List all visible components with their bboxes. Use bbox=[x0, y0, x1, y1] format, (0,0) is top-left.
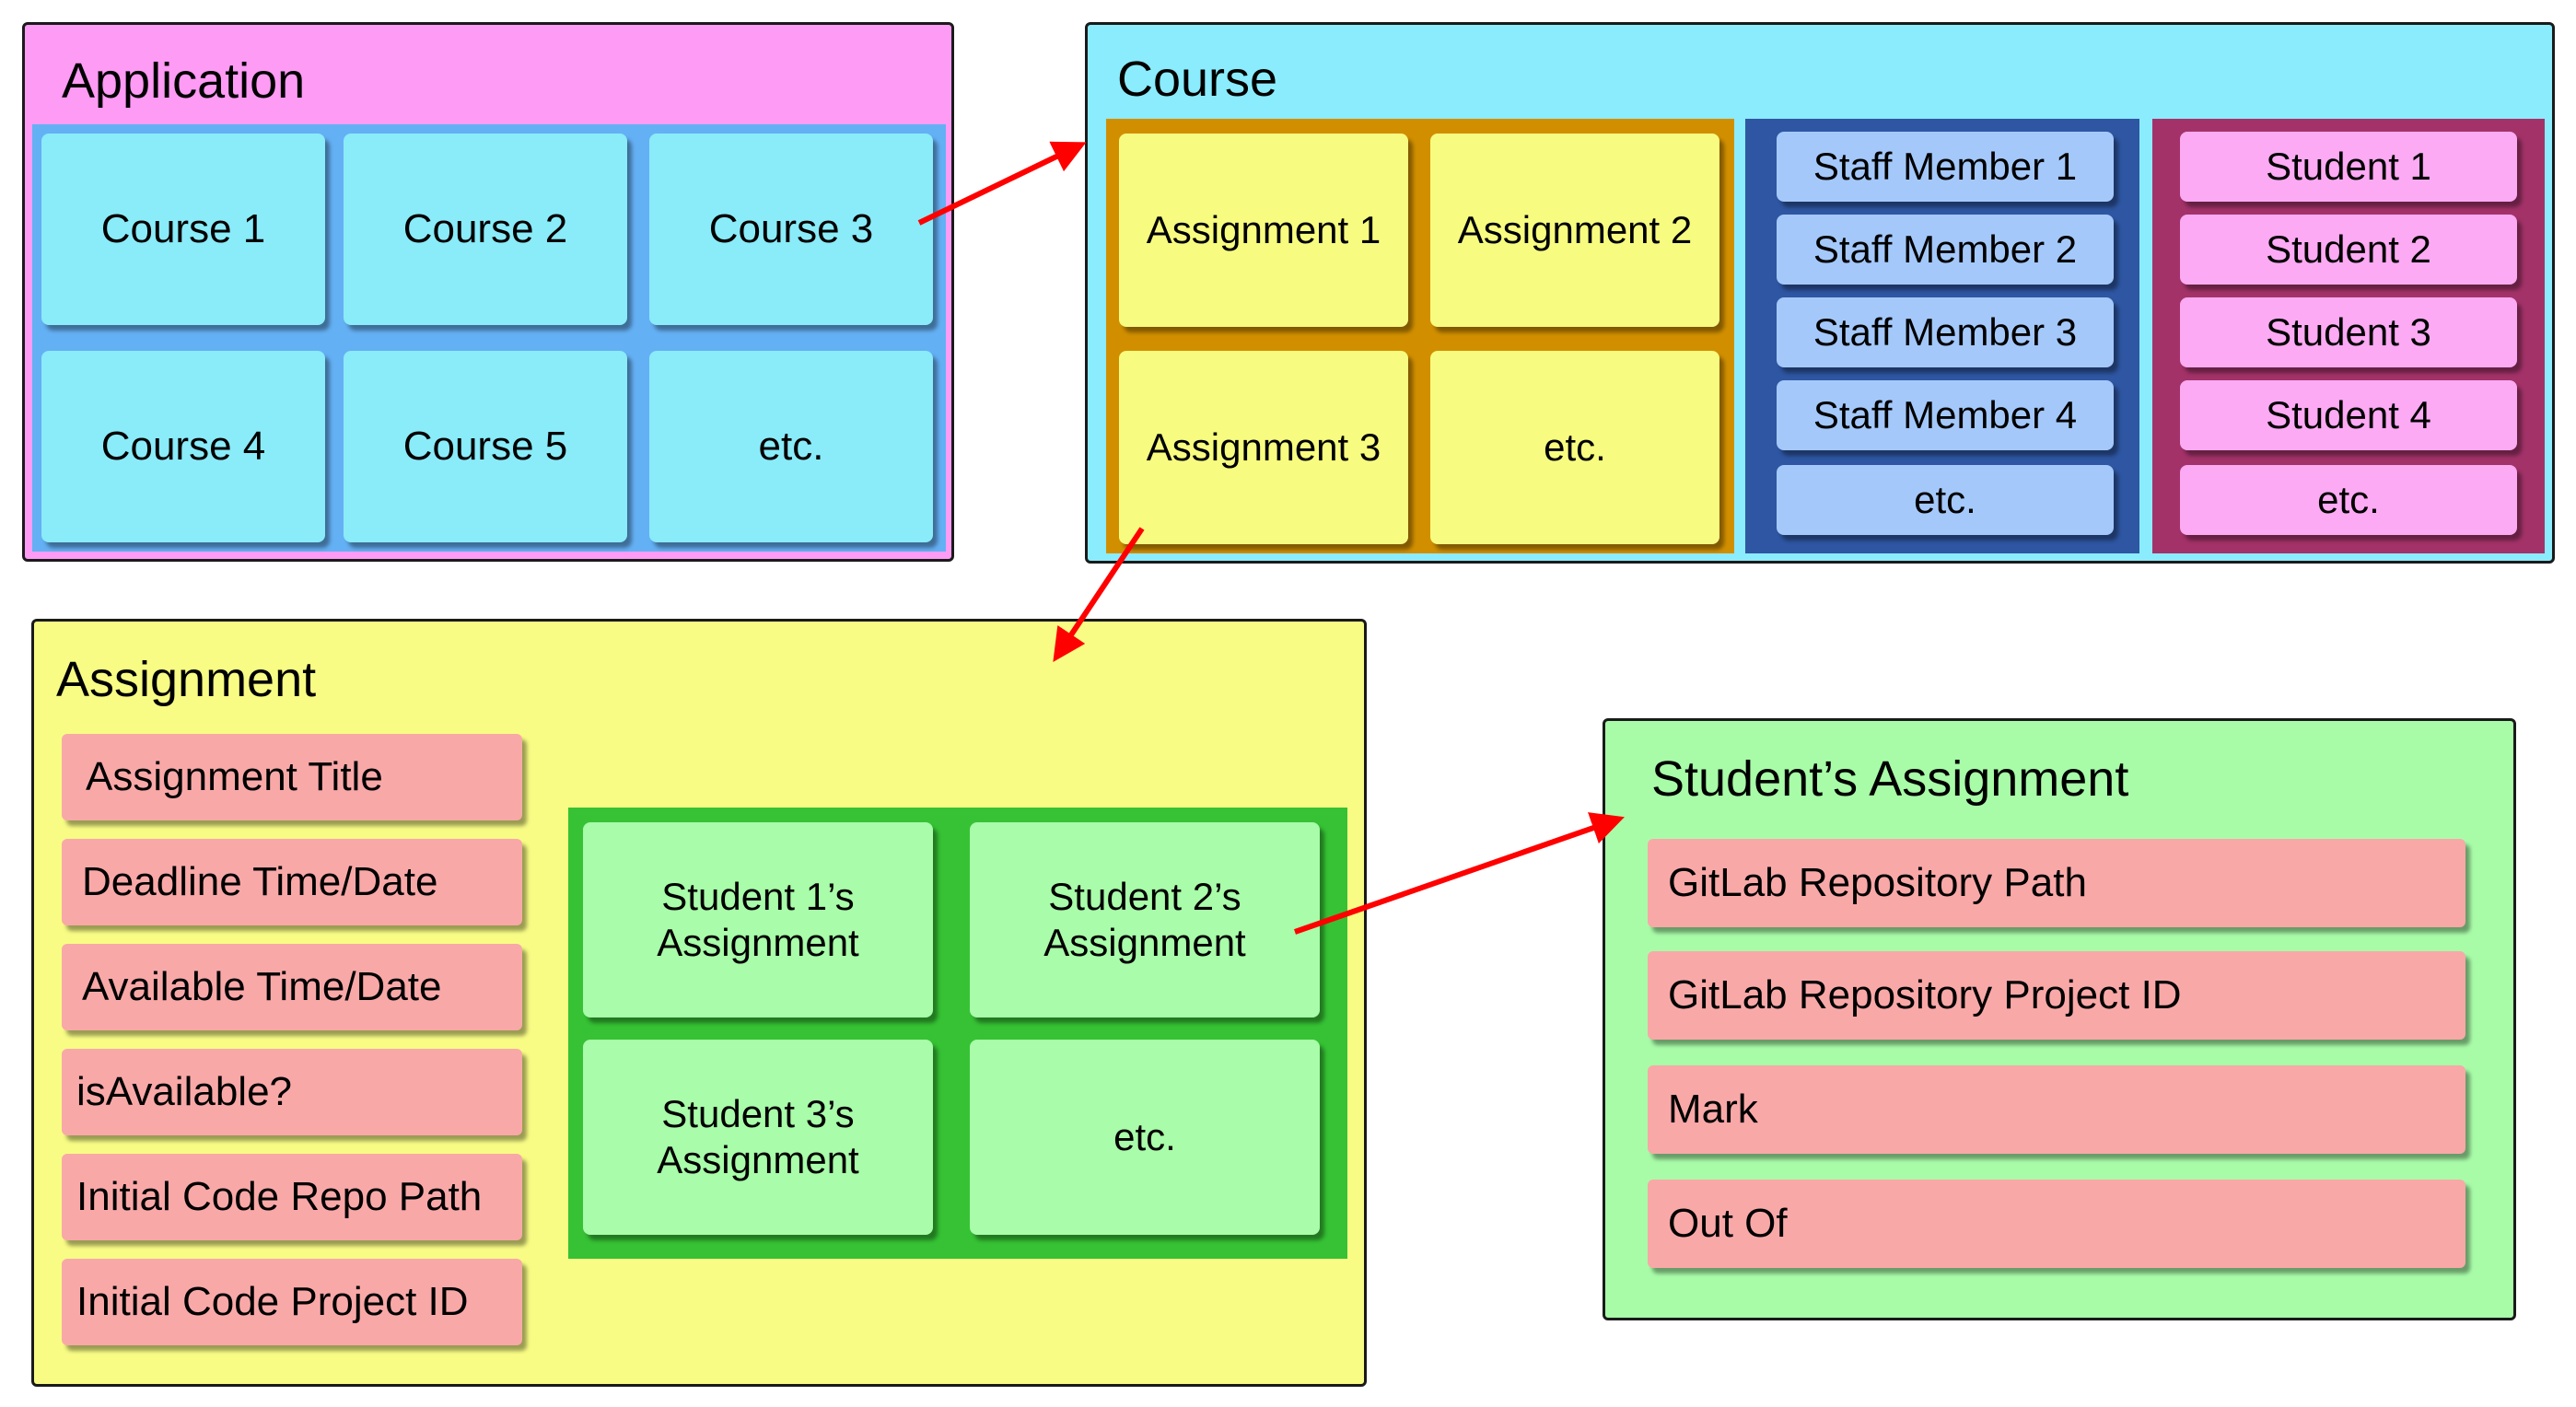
assignment-tile-etc[interactable]: etc. bbox=[1430, 351, 1719, 544]
course-tile-1[interactable]: Course 1 bbox=[41, 134, 325, 325]
course-tile-etc[interactable]: etc. bbox=[649, 351, 933, 542]
student-tile-2[interactable]: Student 2 bbox=[2180, 215, 2517, 285]
student-assignment-title: Student’s Assignment bbox=[1651, 751, 2129, 807]
staff-tile-4[interactable]: Staff Member 4 bbox=[1777, 380, 2114, 450]
staff-tile-1[interactable]: Staff Member 1 bbox=[1777, 132, 2114, 202]
field-initial-code-repo-path[interactable]: Initial Code Repo Path bbox=[62, 1154, 522, 1240]
student-assignment-tile-etc[interactable]: etc. bbox=[970, 1040, 1320, 1235]
field-gitlab-repository-path[interactable]: GitLab Repository Path bbox=[1648, 839, 2465, 927]
course-title: Course bbox=[1117, 52, 1278, 107]
assignment-panel: Assignment Assignment Title Deadline Tim… bbox=[31, 619, 1367, 1387]
course-panel: Course Assignment 1 Assignment 2 Assignm… bbox=[1085, 22, 2555, 564]
course-tile-3[interactable]: Course 3 bbox=[649, 134, 933, 325]
course-students-group: Student 1 Student 2 Student 3 Student 4 … bbox=[2152, 119, 2545, 553]
assignment-tile-2[interactable]: Assignment 2 bbox=[1430, 134, 1719, 327]
course-staff-group: Staff Member 1 Staff Member 2 Staff Memb… bbox=[1745, 119, 2139, 553]
course-tile-4[interactable]: Course 4 bbox=[41, 351, 325, 542]
assignment-tile-3[interactable]: Assignment 3 bbox=[1119, 351, 1408, 544]
field-mark[interactable]: Mark bbox=[1648, 1065, 2465, 1154]
assignment-tile-1[interactable]: Assignment 1 bbox=[1119, 134, 1408, 327]
course-assignments-group: Assignment 1 Assignment 2 Assignment 3 e… bbox=[1106, 119, 1734, 553]
course-tile-5[interactable]: Course 5 bbox=[344, 351, 627, 542]
field-initial-code-project-id[interactable]: Initial Code Project ID bbox=[62, 1259, 522, 1345]
application-title: Application bbox=[62, 53, 306, 109]
student-tile-etc[interactable]: etc. bbox=[2180, 465, 2517, 535]
staff-tile-etc[interactable]: etc. bbox=[1777, 465, 2114, 535]
courses-group: Course 1 Course 2 Course 3 Course 4 Cour… bbox=[32, 124, 946, 552]
field-out-of[interactable]: Out Of bbox=[1648, 1180, 2465, 1268]
student-tile-3[interactable]: Student 3 bbox=[2180, 297, 2517, 367]
staff-tile-3[interactable]: Staff Member 3 bbox=[1777, 297, 2114, 367]
field-available-time-date[interactable]: Available Time/Date bbox=[62, 944, 522, 1030]
assignment-title: Assignment bbox=[56, 652, 317, 707]
student-assignment-panel: Student’s Assignment GitLab Repository P… bbox=[1603, 718, 2516, 1320]
course-tile-2[interactable]: Course 2 bbox=[344, 134, 627, 325]
application-panel: Application Course 1 Course 2 Course 3 C… bbox=[22, 22, 954, 562]
staff-tile-2[interactable]: Staff Member 2 bbox=[1777, 215, 2114, 285]
student-assignment-tile-1[interactable]: Student 1’s Assignment bbox=[583, 822, 933, 1017]
field-assignment-title[interactable]: Assignment Title bbox=[62, 734, 522, 820]
field-gitlab-repository-project-id[interactable]: GitLab Repository Project ID bbox=[1648, 951, 2465, 1040]
student-tile-1[interactable]: Student 1 bbox=[2180, 132, 2517, 202]
student-tile-4[interactable]: Student 4 bbox=[2180, 380, 2517, 450]
field-deadline-time-date[interactable]: Deadline Time/Date bbox=[62, 839, 522, 925]
student-assignments-group: Student 1’s Assignment Student 2’s Assig… bbox=[568, 808, 1347, 1259]
field-is-available[interactable]: isAvailable? bbox=[62, 1049, 522, 1135]
student-assignment-tile-2[interactable]: Student 2’s Assignment bbox=[970, 822, 1320, 1017]
student-assignment-tile-3[interactable]: Student 3’s Assignment bbox=[583, 1040, 933, 1235]
